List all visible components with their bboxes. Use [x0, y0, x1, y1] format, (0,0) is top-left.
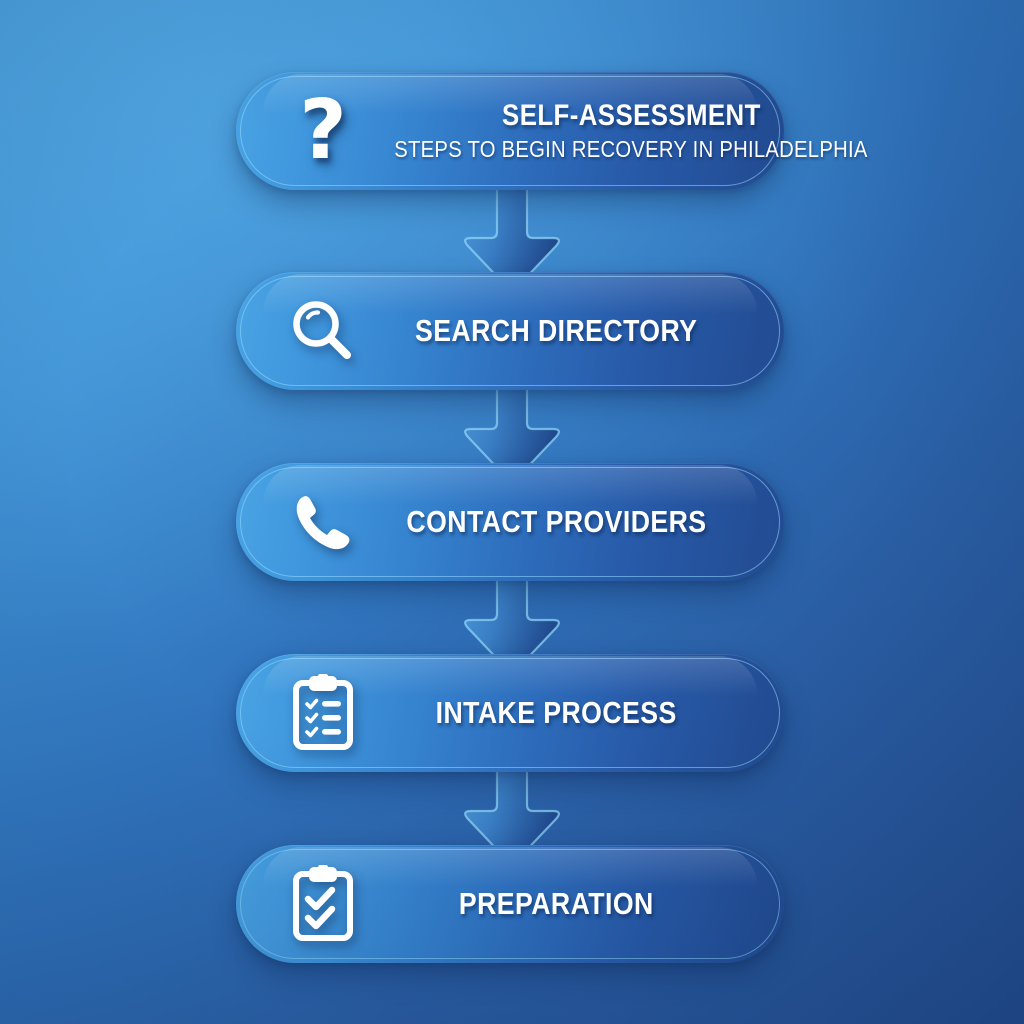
step-3-title: CONTACT PROVIDERS: [405, 504, 707, 539]
flow-step-self-assessment[interactable]: ? SELF-ASSESSMENT STEPS TO BEGIN RECOVER…: [236, 72, 867, 190]
flow-step-search-directory[interactable]: SEARCH DIRECTORY: [236, 272, 784, 390]
question-mark-glyph: ?: [299, 83, 347, 178]
clipboard-list-icon: [284, 674, 362, 752]
phone-handset-icon: [284, 483, 362, 561]
step-1-title: SELF-ASSESSMENT: [501, 99, 761, 132]
flow-step-contact-providers[interactable]: CONTACT PROVIDERS: [236, 463, 784, 581]
step-3-labels: CONTACT PROVIDERS: [362, 504, 784, 540]
step-4-labels: INTAKE PROCESS: [362, 695, 784, 731]
step-2-labels: SEARCH DIRECTORY: [362, 313, 784, 349]
step-2-title: SEARCH DIRECTORY: [414, 313, 698, 348]
step-4-title: INTAKE PROCESS: [435, 695, 677, 730]
step-1-subtitle: STEPS TO BEGIN RECOVERY IN PHILADELPHIA: [394, 136, 868, 162]
clipboard-check-icon: [284, 865, 362, 943]
step-1-labels: SELF-ASSESSMENT STEPS TO BEGIN RECOVERY …: [362, 99, 934, 163]
magnifying-glass-icon: [284, 292, 362, 370]
flow-step-intake-process[interactable]: INTAKE PROCESS: [236, 654, 784, 772]
step-5-labels: PREPARATION: [362, 886, 784, 922]
step-5-title: PREPARATION: [458, 886, 654, 921]
flow-step-preparation[interactable]: PREPARATION: [236, 845, 784, 963]
question-mark-icon: ?: [284, 83, 362, 178]
